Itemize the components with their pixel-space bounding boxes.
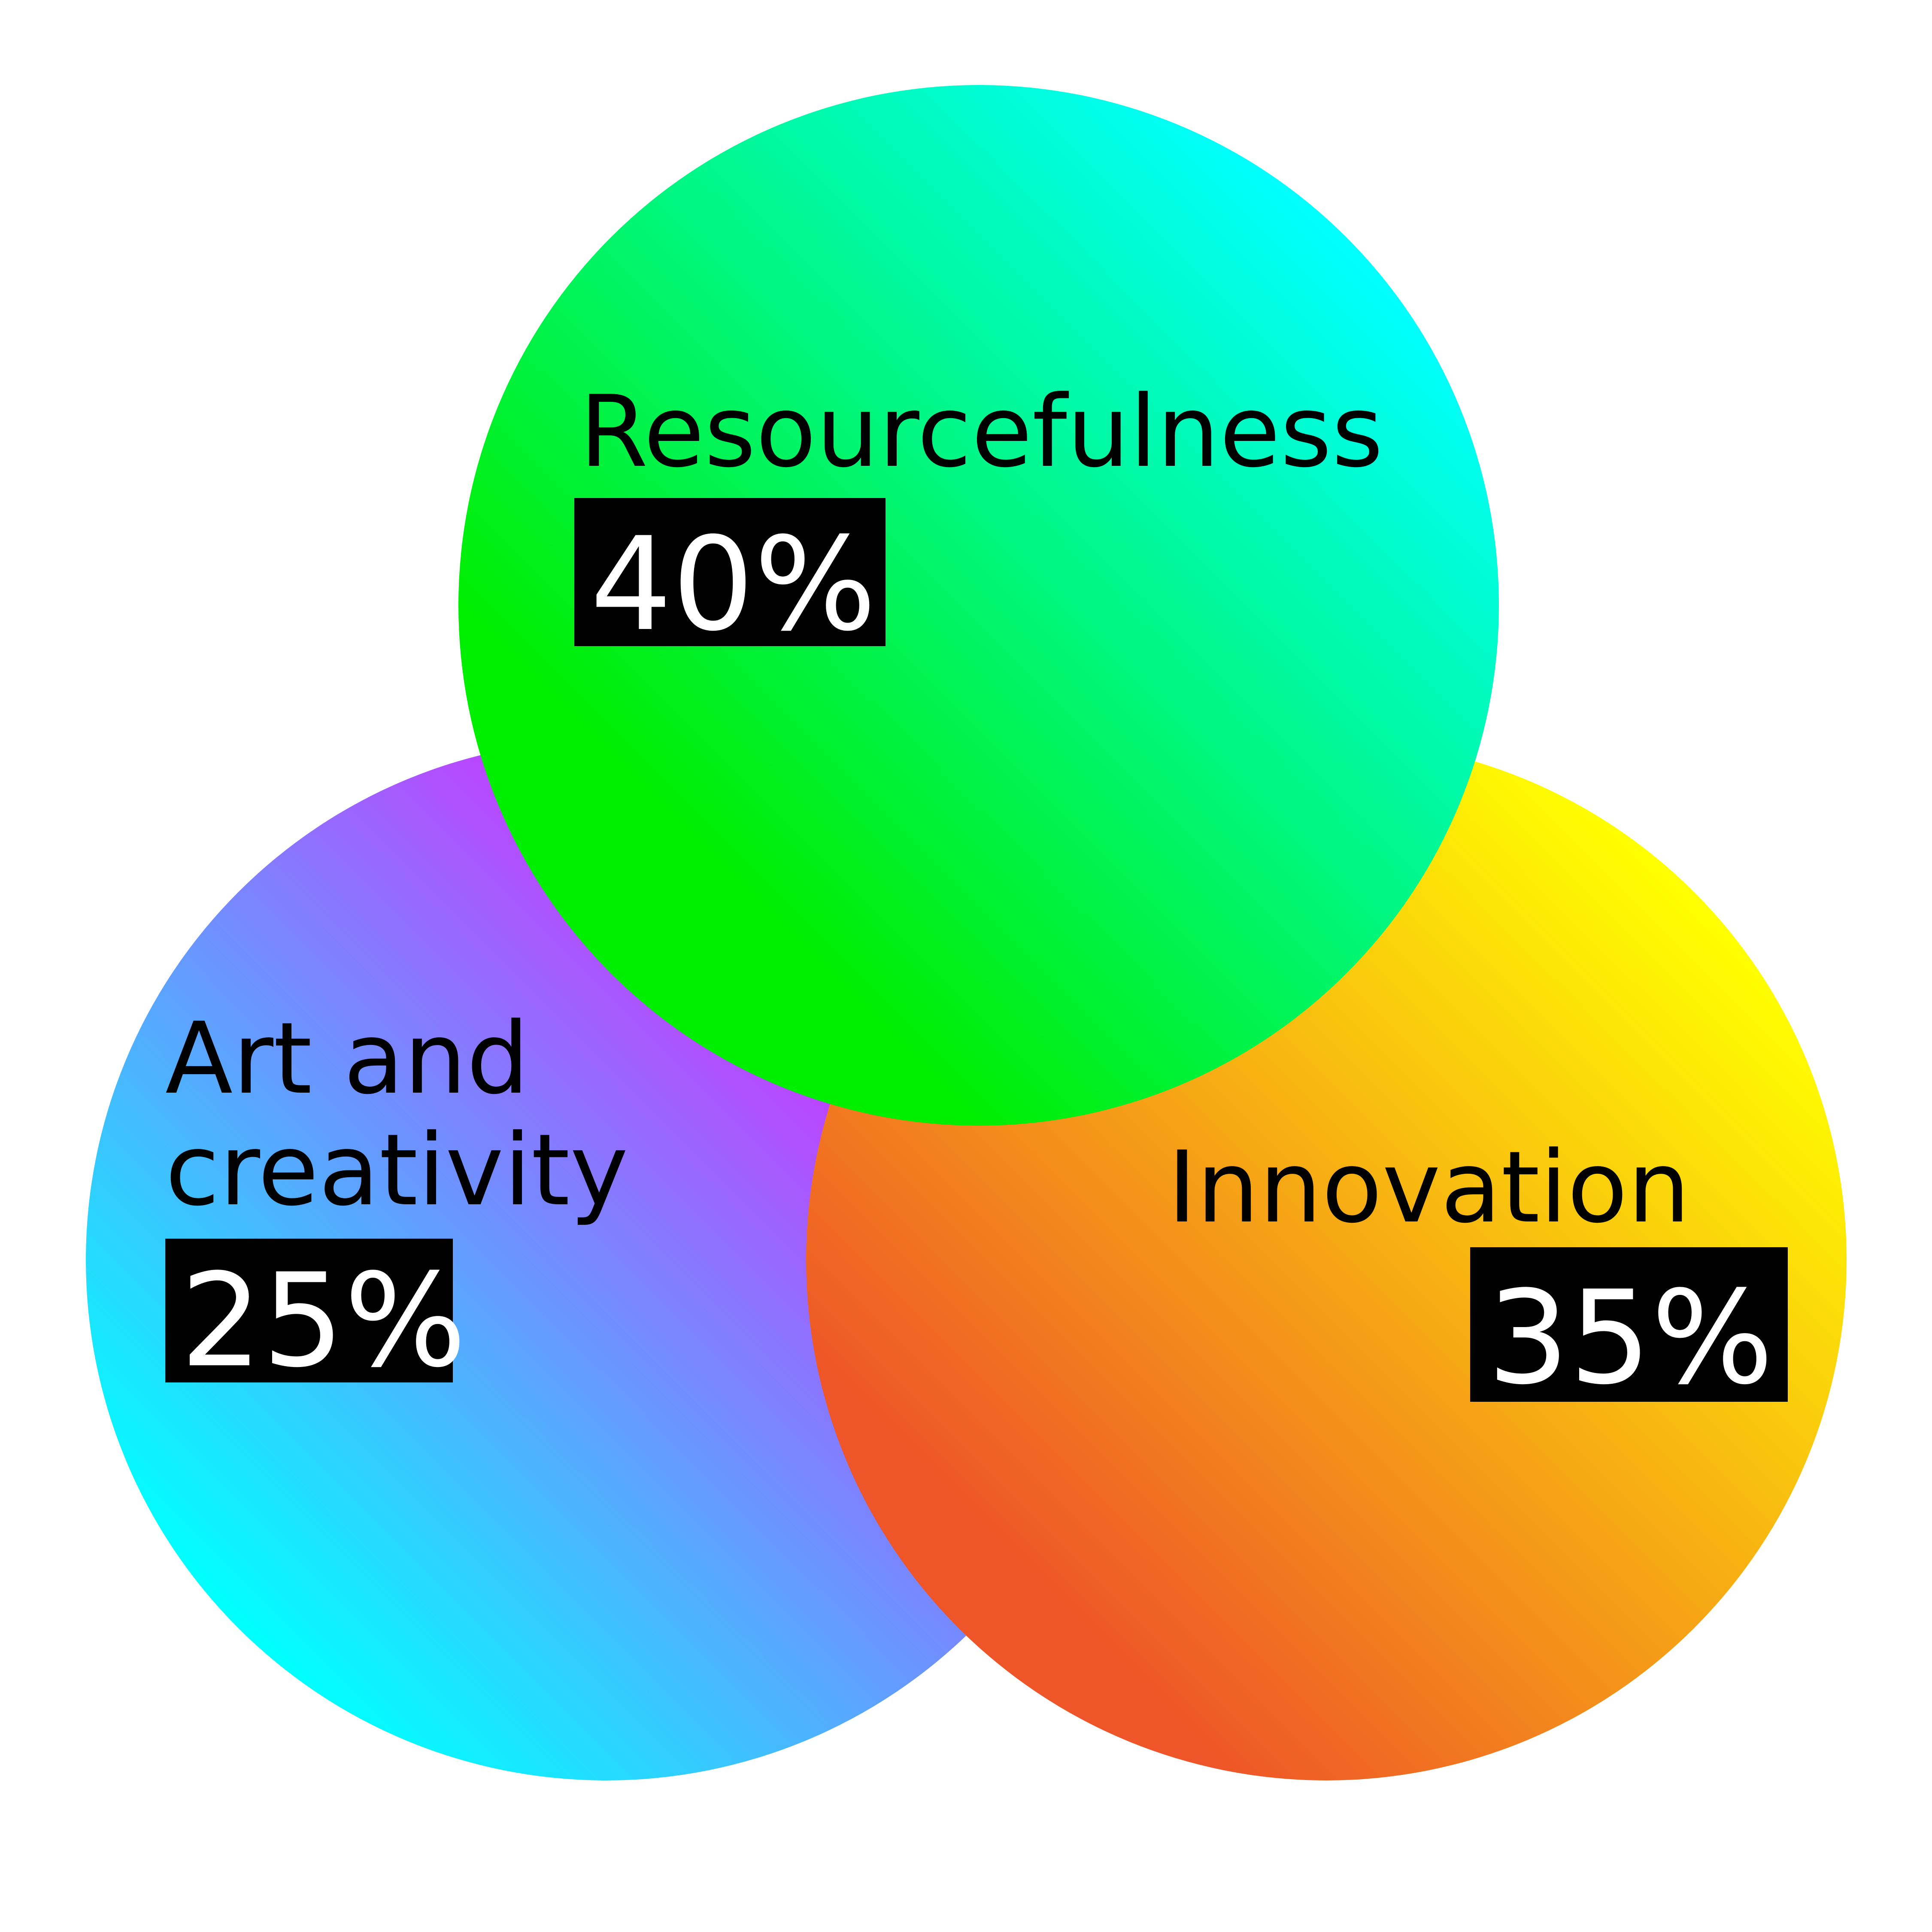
badge-resourcefulness	[574, 498, 886, 646]
label-innovation: Innovation	[1168, 1130, 1690, 1245]
label-art-and-creativity-line-1: Art and	[165, 1002, 529, 1116]
percent-innovation: 35%	[1487, 1263, 1774, 1413]
badge-innovation	[1470, 1247, 1788, 1402]
percent-resourcefulness: 40%	[590, 510, 877, 659]
label-art-and-creativity-line-2: creativity	[165, 1113, 628, 1228]
circle-resourcefulness	[458, 85, 1499, 1126]
badge-art-and-creativity	[165, 1239, 453, 1382]
label-resourcefulness: Resourcefulness	[579, 375, 1383, 489]
percent-art-and-creativity: 25%	[180, 1246, 467, 1396]
